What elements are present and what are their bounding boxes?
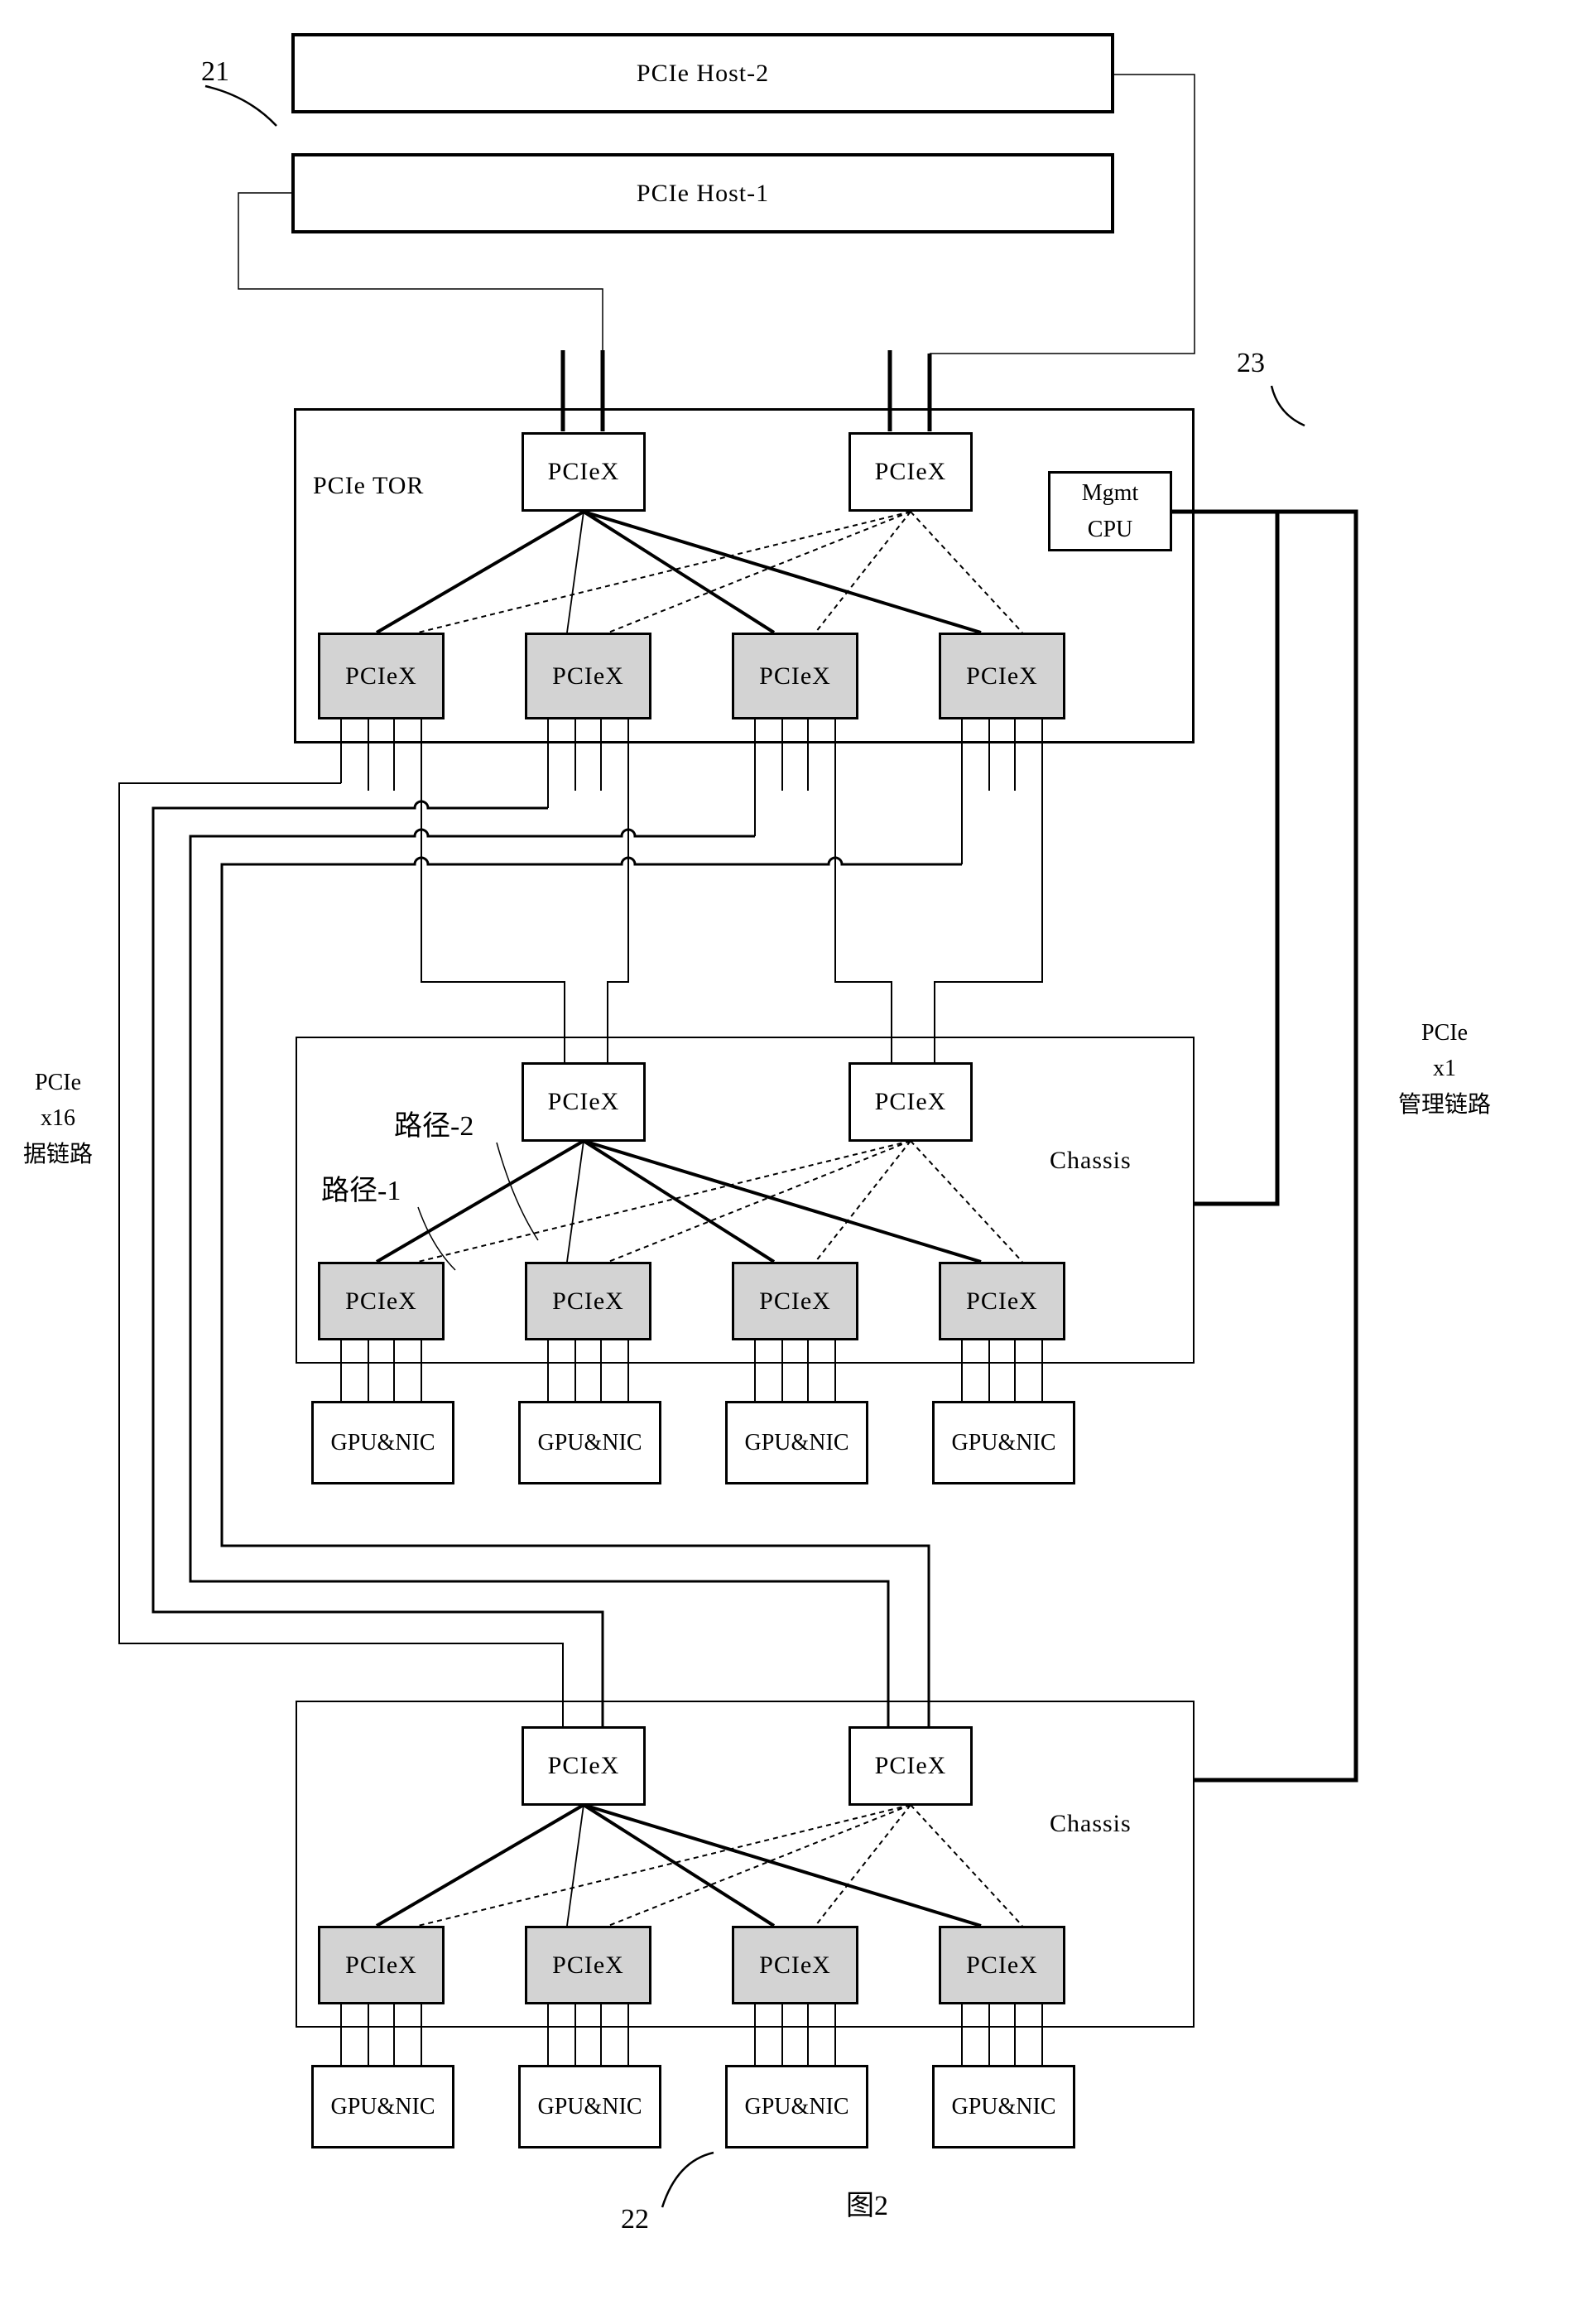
ref-22: 22 — [621, 2204, 649, 2235]
tor-downstream-switch-1: PCIeX — [318, 633, 445, 719]
chassis-2-gpunic-1-label: GPU&NIC — [330, 2093, 435, 2120]
chassis-2-gpunic-1: GPU&NIC — [311, 2065, 454, 2148]
tor-to-chassis1-links — [421, 719, 1043, 1062]
chassis-1-gpunic-1-label: GPU&NIC — [330, 1429, 435, 1456]
chassis-2-gpunic-2: GPU&NIC — [518, 2065, 661, 2148]
figure-caption: 图2 — [846, 2191, 888, 2221]
chassis-1-label: Chassis — [1050, 1147, 1132, 1174]
chassis-2-gpunic-4-label: GPU&NIC — [951, 2093, 1056, 2120]
chassis-1-gpunic-4-label: GPU&NIC — [951, 1429, 1056, 1456]
ref-23-leader — [1270, 385, 1305, 427]
mgmt-link-branch-chassis1 — [1195, 512, 1280, 1206]
tor-downstream-switch-3: PCIeX — [732, 633, 858, 719]
chassis-2-downstream-switch-3-label: PCIeX — [759, 1951, 831, 1979]
tor-downstream-switch-2-label: PCIeX — [552, 662, 624, 690]
chassis-2-upstream-switch-1: PCIeX — [522, 1726, 646, 1806]
path-2-label: 路径-2 — [394, 1111, 474, 1142]
ref-23: 23 — [1237, 348, 1265, 378]
chassis-2-upstream-switch-2: PCIeX — [848, 1726, 973, 1806]
chassis-1-gpunic-3-label: GPU&NIC — [744, 1429, 849, 1456]
chassis-2-downstream-switch-3: PCIeX — [732, 1926, 858, 2004]
chassis-2-downstream-switch-1-label: PCIeX — [345, 1951, 417, 1979]
tor-upstream-switch-1: PCIeX — [522, 432, 646, 512]
pcie-tor-label: PCIe TOR — [313, 472, 425, 499]
tor-upstream-switch-2-label: PCIeX — [874, 458, 947, 485]
ref-21: 21 — [201, 56, 229, 87]
chassis-2-gpunic-2-label: GPU&NIC — [537, 2093, 642, 2120]
data-link-annotation: PCIe x16 据链路 — [22, 1070, 93, 1167]
path-1-label: 路径-1 — [321, 1176, 401, 1206]
chassis-1-downstream-switch-1: PCIeX — [318, 1262, 445, 1340]
chassis-2-downstream-switch-2: PCIeX — [525, 1926, 651, 2004]
chassis-1-gpunic-2: GPU&NIC — [518, 1401, 661, 1484]
chassis-1-gpunic-2-label: GPU&NIC — [537, 1429, 642, 1456]
pcie-host-2-box: PCIe Host-2 — [291, 33, 1114, 113]
chassis-2-gpunic-3: GPU&NIC — [725, 2065, 868, 2148]
pcie-host-1-label: PCIe Host-1 — [636, 179, 770, 207]
tor-downstream-switch-4: PCIeX — [939, 633, 1065, 719]
mgmt-cpu-label: Mgmt CPU — [1081, 480, 1139, 542]
tor-downstream-switch-1-label: PCIeX — [345, 662, 417, 690]
chassis-2-label: Chassis — [1050, 1810, 1132, 1837]
chassis-1-gpunic-3: GPU&NIC — [725, 1401, 868, 1484]
chassis-1-upstream-switch-1-label: PCIeX — [547, 1088, 620, 1115]
chassis-2-downstream-switch-1: PCIeX — [318, 1926, 445, 2004]
chassis-1-downstream-switch-3: PCIeX — [732, 1262, 858, 1340]
chassis-1-gpunic-4: GPU&NIC — [932, 1401, 1075, 1484]
chassis-2-gpunic-3-label: GPU&NIC — [744, 2093, 849, 2120]
chassis-1-upstream-switch-2: PCIeX — [848, 1062, 973, 1142]
pcie-host-2-label: PCIe Host-2 — [636, 59, 770, 87]
ref-22-leader — [661, 2151, 714, 2208]
chassis-2-downstream-switch-4-label: PCIeX — [966, 1951, 1038, 1979]
tor-upstream-switch-1-label: PCIeX — [547, 458, 620, 485]
chassis-1-downstream-switch-4-label: PCIeX — [966, 1287, 1038, 1315]
tor-downstream-switch-3-label: PCIeX — [759, 662, 831, 690]
chassis-1-downstream-switch-1-label: PCIeX — [345, 1287, 417, 1315]
chassis-2-upstream-switch-2-label: PCIeX — [874, 1752, 947, 1779]
chassis-2-upstream-switch-1-label: PCIeX — [547, 1752, 620, 1779]
chassis-2-gpunic-4: GPU&NIC — [932, 2065, 1075, 2148]
tor-upstream-switch-2: PCIeX — [848, 432, 973, 512]
mgmt-cpu-box: Mgmt CPU — [1048, 471, 1172, 551]
pcie-host-1-box: PCIe Host-1 — [291, 153, 1114, 233]
chassis-1-upstream-switch-2-label: PCIeX — [874, 1088, 947, 1115]
chassis-1-downstream-switch-4: PCIeX — [939, 1262, 1065, 1340]
ref-21-leader — [204, 84, 277, 127]
tor-downstream-switch-2: PCIeX — [525, 633, 651, 719]
chassis-2-downstream-switch-4: PCIeX — [939, 1926, 1065, 2004]
mgmt-link-annotation: PCIe x1 管理链路 — [1397, 1020, 1491, 1118]
tor-downstream-switch-4-label: PCIeX — [966, 662, 1038, 690]
chassis-2-downstream-switch-2-label: PCIeX — [552, 1951, 624, 1979]
chassis-1-upstream-switch-1: PCIeX — [522, 1062, 646, 1142]
mgmt-link-trunk — [1172, 509, 1358, 1783]
chassis-1-downstream-switch-2: PCIeX — [525, 1262, 651, 1340]
chassis-1-downstream-switch-2-label: PCIeX — [552, 1287, 624, 1315]
chassis-1-downstream-switch-3-label: PCIeX — [759, 1287, 831, 1315]
chassis-1-gpunic-1: GPU&NIC — [311, 1401, 454, 1484]
